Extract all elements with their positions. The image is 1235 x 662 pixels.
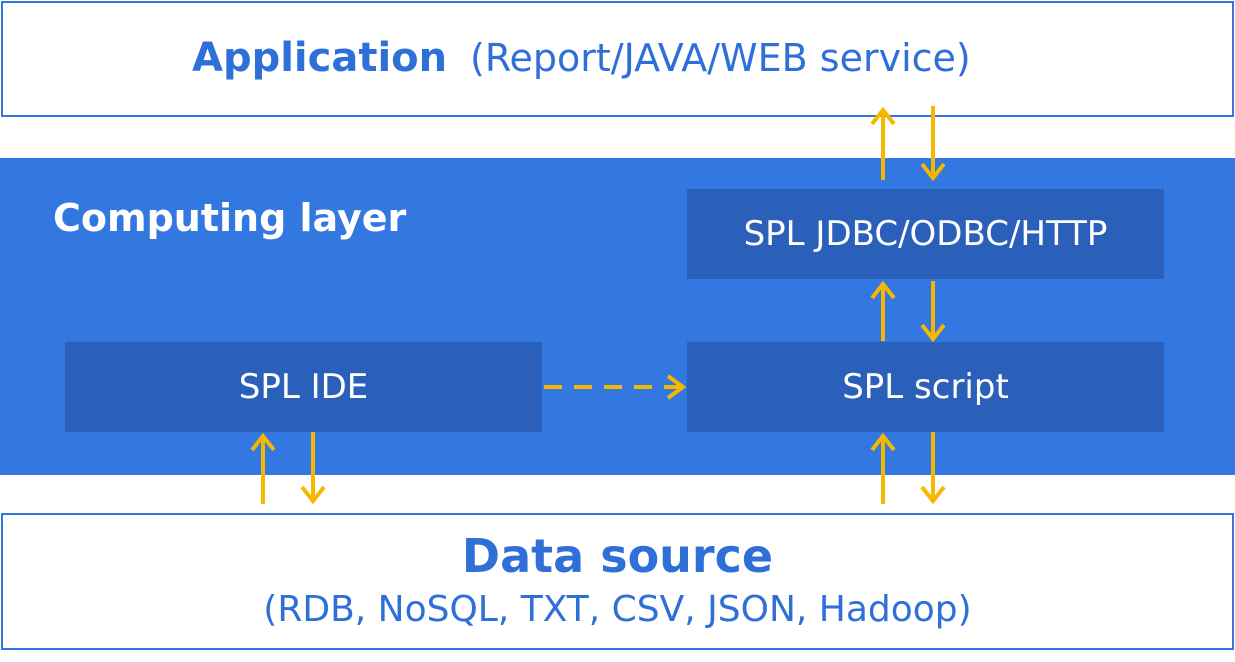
- spl-jdbc-odbc-http-node: SPL JDBC/ODBC/HTTP: [687, 189, 1164, 279]
- arrow-ide-to-datasource-head: [300, 485, 326, 505]
- application-band: [1, 1, 1234, 117]
- data-source-band: [1, 513, 1234, 650]
- spl-ide-node: SPL IDE: [65, 342, 542, 432]
- application-title: Application: [192, 35, 448, 81]
- computing-layer-title: Computing layer: [53, 196, 407, 240]
- data-source-title: Data source: [461, 529, 774, 583]
- application-subtitle: (Report/JAVA/WEB service): [470, 36, 971, 80]
- arrow-script-to-datasource-head: [920, 485, 946, 505]
- spl-script-node: SPL script: [687, 342, 1164, 432]
- data-source-subtitle: (RDB, NoSQL, TXT, CSV, JSON, Hadoop): [263, 589, 972, 630]
